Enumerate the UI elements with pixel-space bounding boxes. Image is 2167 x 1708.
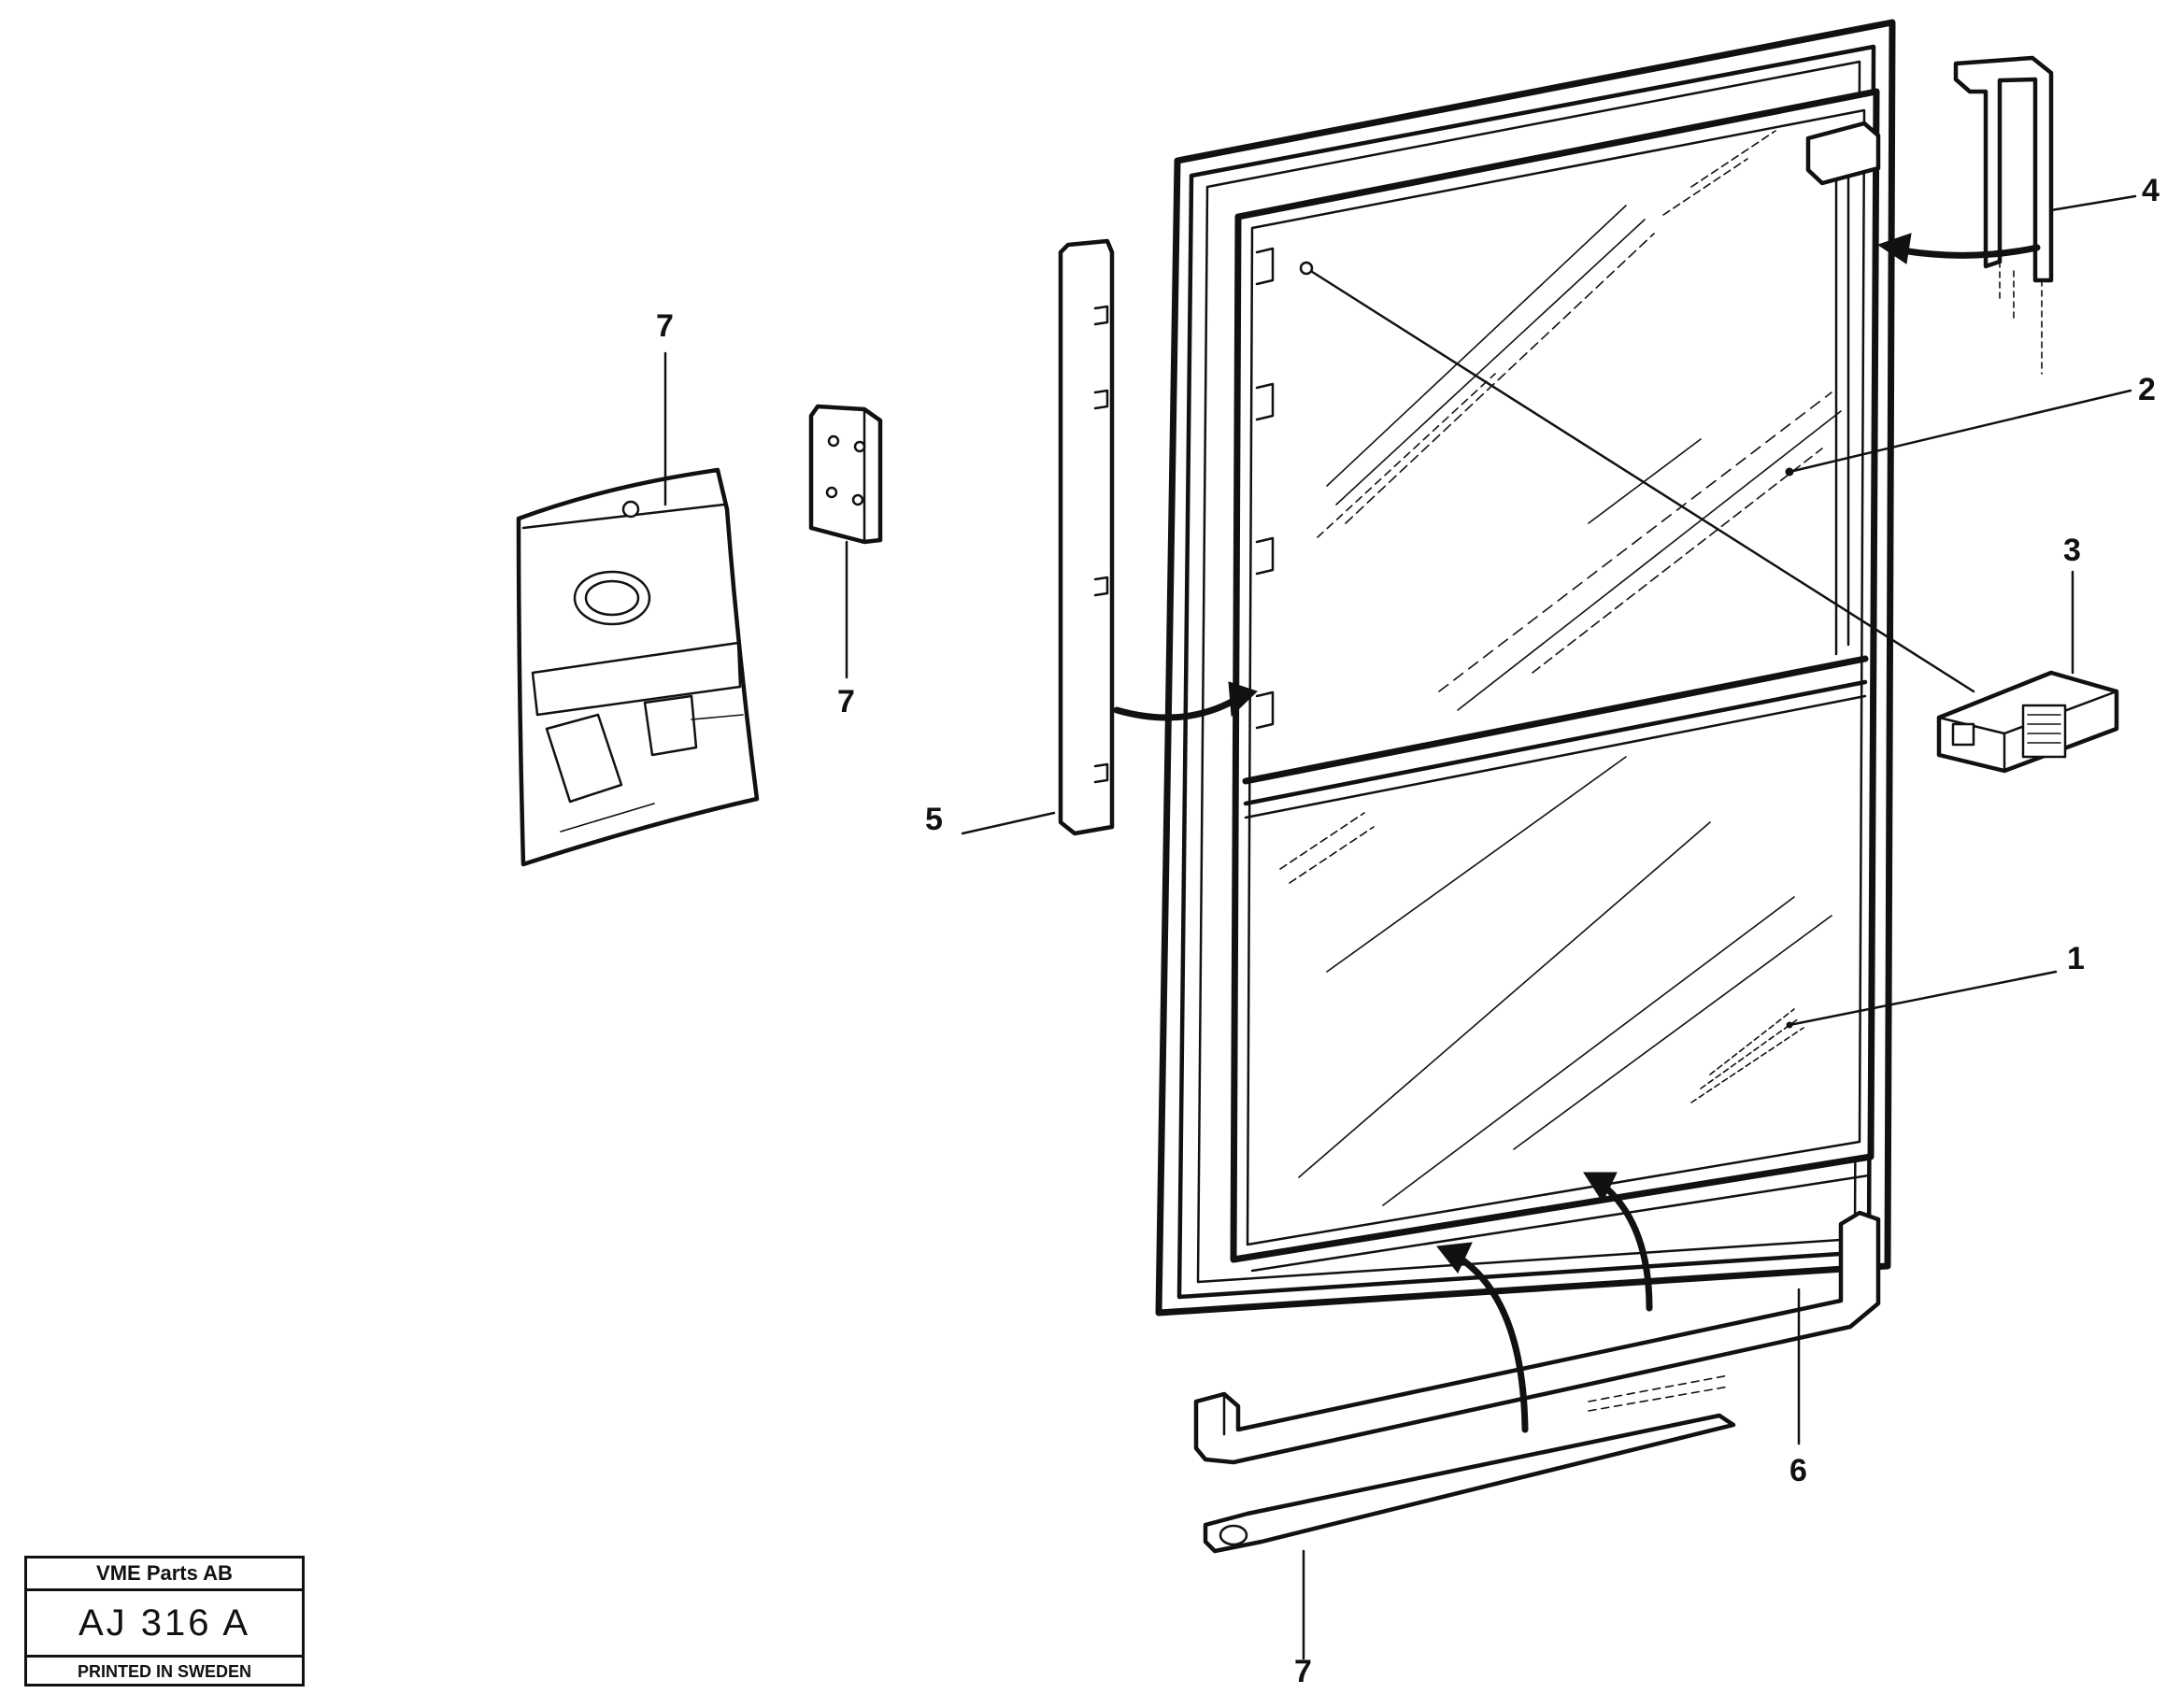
title-block: VME Parts AB AJ 316 A PRINTED IN SWEDEN — [24, 1556, 305, 1687]
callout-6: 6 — [1789, 1453, 1807, 1488]
title-block-code: AJ 316 A — [27, 1591, 302, 1658]
frame-corner-clip — [1805, 121, 1881, 186]
part-7-bottom-strip — [1203, 1374, 1736, 1554]
title-block-printed: PRINTED IN SWEDEN — [77, 1662, 251, 1681]
window-frame — [1155, 19, 1896, 1317]
title-block-company: VME Parts AB — [27, 1559, 302, 1591]
callout-3: 3 — [2063, 533, 2081, 568]
part-7-kit-bag — [516, 467, 760, 867]
lower-glass-pane — [1279, 756, 1832, 1206]
callout-7-plate: 7 — [837, 684, 855, 719]
leader-lines — [663, 194, 2137, 1660]
arrow-part-5 — [1113, 697, 1237, 721]
arrow-part-6 — [1599, 1181, 1653, 1312]
arrow-part-7 — [1454, 1253, 1529, 1433]
latch-leader-line — [1304, 266, 1975, 693]
part-7-plate — [808, 404, 883, 545]
part-3-latch — [1936, 670, 2119, 774]
arrow-part-4 — [1898, 244, 2041, 259]
pin-hole — [1299, 261, 1314, 276]
upper-glass-pane — [1317, 130, 1842, 711]
callout-7-strip: 7 — [1294, 1654, 1312, 1689]
callout-5: 5 — [925, 802, 943, 837]
callout-1: 1 — [2067, 941, 2085, 976]
callout-2: 2 — [2138, 372, 2156, 407]
part-6-lower-channel — [1193, 1210, 1881, 1465]
callout-7-bag: 7 — [656, 308, 674, 344]
callout-4: 4 — [2142, 173, 2160, 208]
part-4-seal-strip — [1953, 55, 2054, 375]
part-5-seal-strip — [1058, 238, 1115, 836]
